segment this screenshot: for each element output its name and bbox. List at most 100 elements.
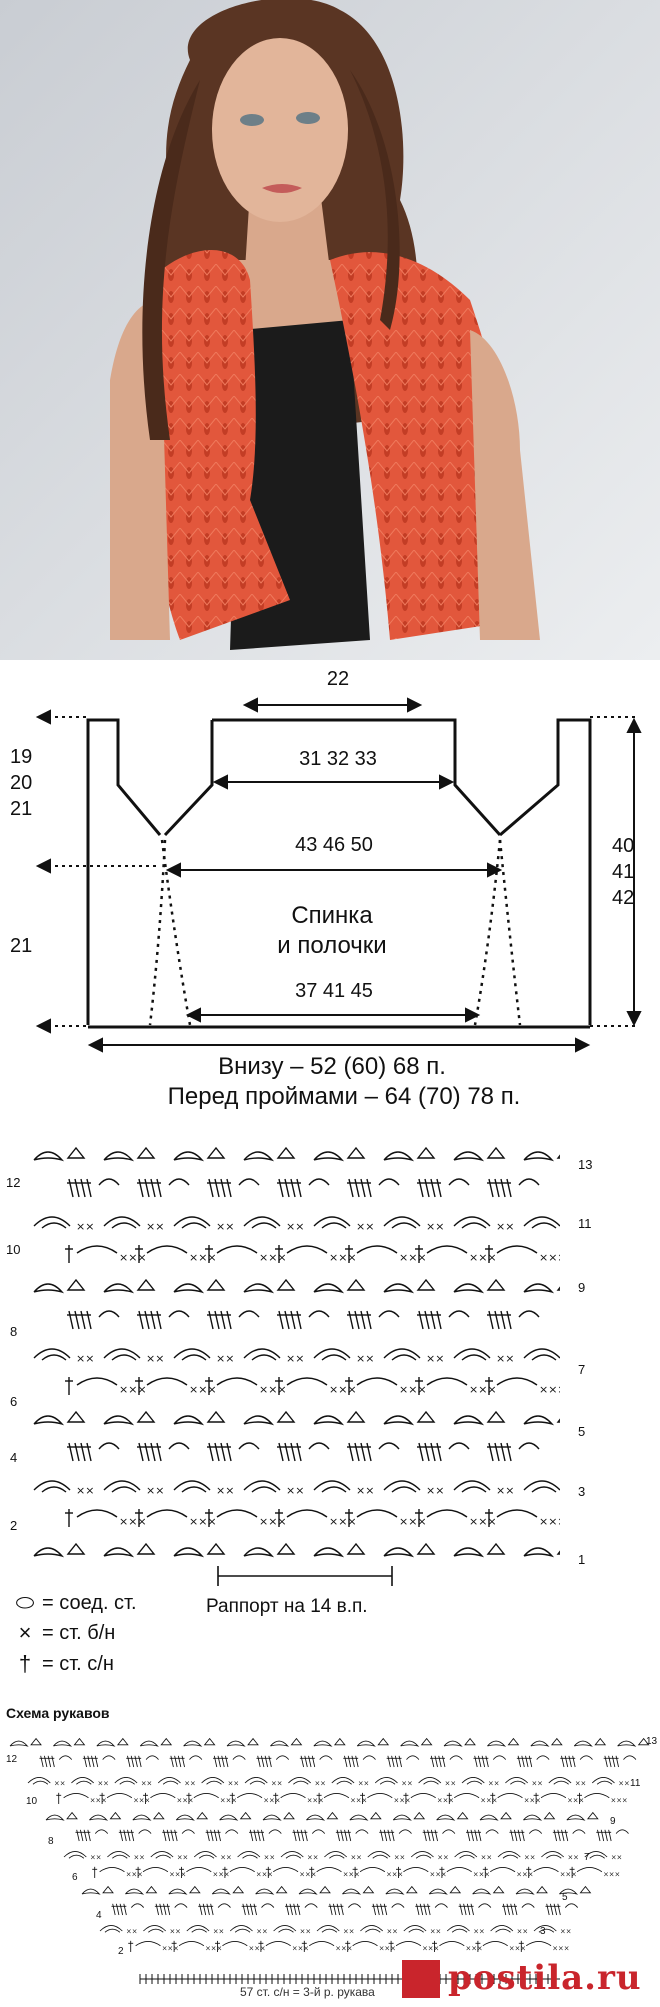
svg-text:×××: ××× [399, 1515, 427, 1528]
svg-text:××: ×× [76, 1220, 94, 1233]
svg-text:××: ×× [401, 1779, 412, 1787]
svg-text:××: ×× [437, 1853, 448, 1861]
svg-text:××: ×× [146, 1220, 164, 1233]
left-top-size-1: 19 [10, 746, 33, 768]
svg-text:××: ×× [228, 1779, 239, 1787]
svg-text:××: ×× [141, 1779, 152, 1787]
left-top-size-2: 20 [10, 772, 33, 794]
svg-text:××: ×× [524, 1853, 535, 1861]
svg-text:××: ×× [216, 1352, 234, 1365]
row-num-12: 12 [6, 1175, 21, 1190]
svg-text:×××: ××× [539, 1383, 560, 1396]
svg-text:×××: ××× [90, 1797, 107, 1805]
svg-text:×××: ××× [205, 1945, 222, 1953]
svg-text:×××: ××× [249, 1945, 266, 1953]
sleeve-row-3: 3 [540, 1926, 546, 1937]
svg-text:××: ×× [314, 1779, 325, 1787]
legend-row-sc: × = ст. б/н [8, 1620, 116, 1646]
model-photo [0, 0, 660, 660]
svg-text:×××: ××× [469, 1515, 497, 1528]
svg-text:××: ×× [286, 1484, 304, 1497]
svg-text:××: ×× [356, 1352, 374, 1365]
stitch-chart: ××××××××××××××××××××××××××××××××××××××××… [33, 1146, 560, 1586]
row-num-2: 2 [10, 1518, 18, 1533]
repeat-label: Раппорт на 14 в.п. [206, 1596, 368, 1617]
sleeve-row-5: 5 [562, 1892, 568, 1903]
svg-text:××: ×× [146, 1352, 164, 1365]
chest-width-label: 43 46 50 [295, 834, 373, 856]
row-num-3: 3 [578, 1484, 586, 1499]
legend-text-dc: = ст. с/н [42, 1652, 114, 1675]
sleeve-row-9: 9 [610, 1816, 616, 1827]
cross-icon: × [18, 1620, 32, 1645]
svg-text:××: ×× [445, 1779, 456, 1787]
row-num-10: 10 [6, 1242, 21, 1257]
row-num-11: 11 [578, 1216, 592, 1231]
right-height-1: 40 [612, 835, 635, 857]
svg-text:×××: ××× [307, 1797, 324, 1805]
svg-text:×××: ××× [119, 1383, 147, 1396]
svg-text:××: ×× [133, 1853, 144, 1861]
shoulder-width-label: 31 32 33 [299, 748, 377, 770]
svg-text:××: ×× [426, 1220, 444, 1233]
svg-text:×××: ××× [603, 1871, 620, 1879]
row-num-6: 6 [10, 1394, 18, 1409]
caption-line1: Внизу – 52 (60) 68 п. [218, 1053, 446, 1080]
svg-text:×××: ××× [299, 1871, 316, 1879]
sleeve-row-8: 8 [48, 1836, 54, 1847]
left-bottom-size: 21 [10, 935, 33, 957]
svg-text:×××: ××× [611, 1797, 628, 1805]
svg-text:×××: ××× [292, 1945, 309, 1953]
svg-text:×××: ××× [177, 1797, 194, 1805]
svg-text:×××: ××× [469, 1383, 497, 1396]
legend-row-slip: ⬭ = соед. ст. [8, 1590, 137, 1616]
right-height-3: 42 [612, 887, 635, 909]
svg-text:××: ×× [97, 1779, 108, 1787]
hem-width-label: 37 41 45 [295, 980, 373, 1002]
row-num-1: 1 [578, 1552, 586, 1567]
svg-text:×××: ××× [524, 1797, 541, 1805]
svg-text:××: ×× [496, 1484, 514, 1497]
svg-text:××: ×× [184, 1779, 195, 1787]
svg-text:×××: ××× [480, 1797, 497, 1805]
svg-text:×××: ××× [126, 1871, 143, 1879]
svg-text:××: ×× [531, 1779, 542, 1787]
svg-text:×××: ××× [466, 1945, 483, 1953]
svg-text:××: ×× [481, 1853, 492, 1861]
row-num-8: 8 [10, 1324, 18, 1339]
svg-text:××: ×× [356, 1484, 374, 1497]
svg-text:××: ×× [618, 1779, 629, 1787]
svg-text:××: ×× [213, 1927, 224, 1935]
svg-text:×××: ××× [259, 1515, 287, 1528]
svg-text:××: ×× [126, 1927, 137, 1935]
svg-text:××: ×× [386, 1927, 397, 1935]
sleeve-chart: ××××××××××××××××××××××××××××××××××××××××… [9, 1737, 650, 1984]
svg-text:×××: ××× [259, 1251, 287, 1264]
svg-text:×××: ××× [422, 1945, 439, 1953]
sleeve-row-10: 10 [26, 1796, 38, 1807]
svg-text:××: ×× [169, 1927, 180, 1935]
svg-text:××: ×× [220, 1853, 231, 1861]
svg-text:×××: ××× [329, 1383, 357, 1396]
svg-text:××: ×× [350, 1853, 361, 1861]
row-num-9: 9 [578, 1280, 586, 1295]
sleeve-row-12: 12 [6, 1754, 18, 1765]
svg-text:××: ×× [575, 1779, 586, 1787]
svg-text:××: ×× [216, 1484, 234, 1497]
svg-text:×××: ××× [256, 1871, 273, 1879]
svg-text:×××: ××× [189, 1251, 217, 1264]
svg-text:××: ×× [343, 1927, 354, 1935]
svg-text:××: ×× [611, 1853, 622, 1861]
legend-text-sc: = ст. б/н [42, 1621, 116, 1644]
sleeve-row-7: 7 [584, 1852, 590, 1863]
sleeve-row-11: 11 [630, 1778, 641, 1789]
svg-text:×××: ××× [539, 1515, 560, 1528]
svg-text:××: ×× [286, 1352, 304, 1365]
svg-text:××: ×× [307, 1853, 318, 1861]
svg-text:×××: ××× [213, 1871, 230, 1879]
svg-text:××: ×× [54, 1779, 65, 1787]
svg-text:×××: ××× [509, 1945, 526, 1953]
svg-text:×××: ××× [263, 1797, 280, 1805]
svg-text:×××: ××× [119, 1251, 147, 1264]
caption-line2: Перед проймами – 64 (70) 78 п. [167, 1083, 521, 1110]
